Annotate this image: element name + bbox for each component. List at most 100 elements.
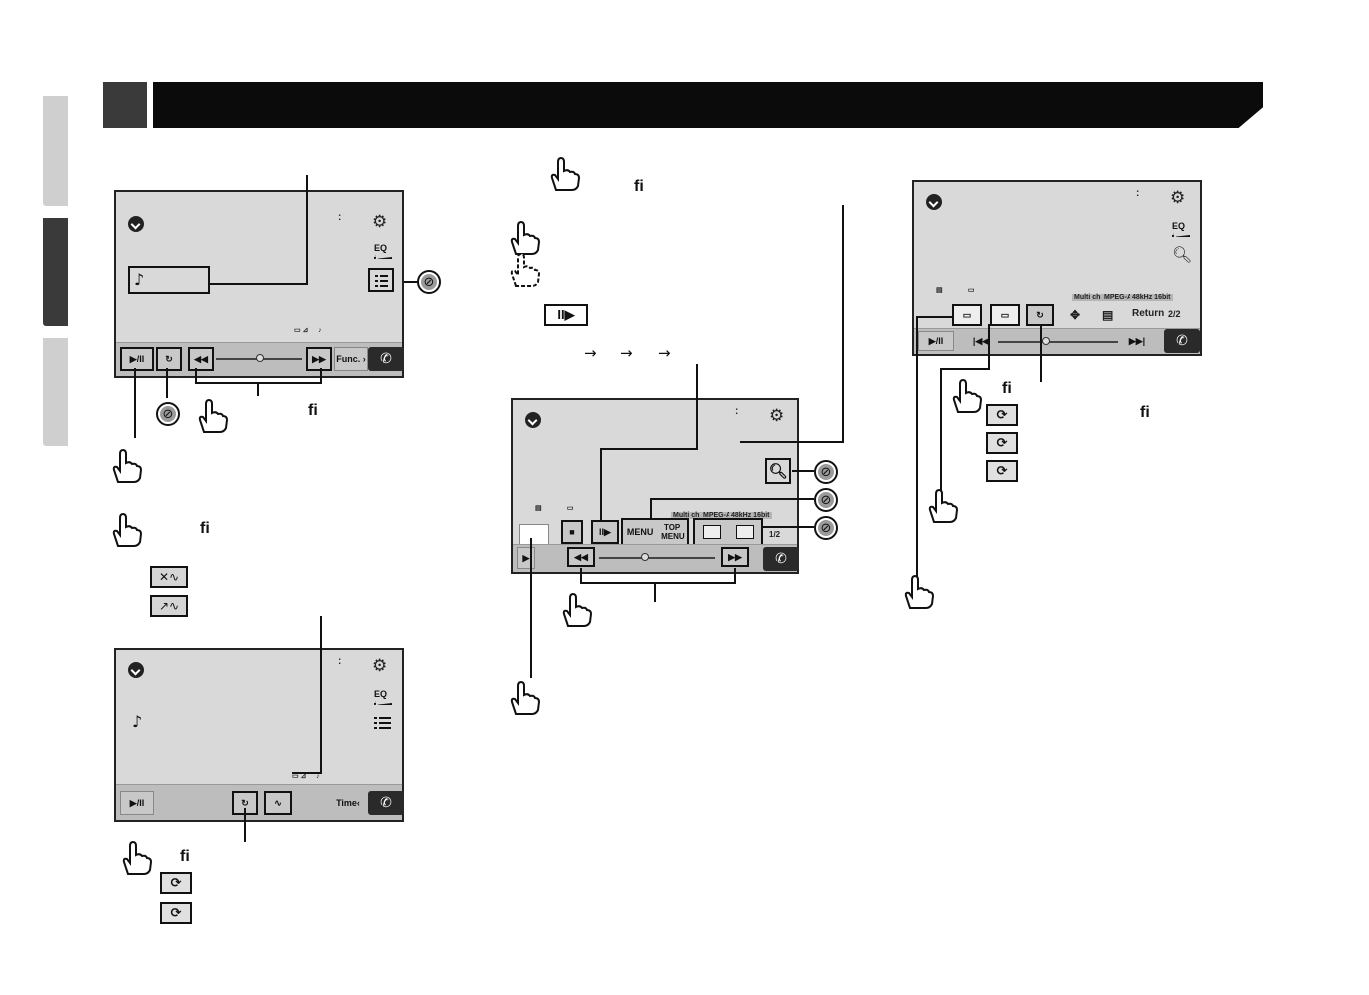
prev-track-button[interactable]: |◀◀ — [972, 335, 990, 346]
touch-icon-4 — [122, 840, 153, 875]
colon-mark: : — [1136, 188, 1140, 199]
list-icon[interactable] — [368, 268, 394, 292]
menu-group: MENU TOP MENU — [621, 518, 689, 546]
screen-video-page2: : ⚙ EQ 🔍︎ ▤ ▭ Multi ch MPEG-A 48kHz 16bi… — [912, 180, 1202, 356]
music-note-icon: ♪ — [134, 270, 145, 289]
arrow-3: → — [658, 344, 671, 362]
colon-mark: : — [338, 212, 342, 223]
audio-button[interactable]: ▭ — [990, 304, 1020, 326]
section-number-block — [103, 82, 147, 128]
side-tab-3 — [43, 338, 68, 446]
ligature-fi-3: fi — [180, 848, 190, 865]
progress-knob[interactable] — [641, 553, 649, 561]
move-icon[interactable]: ✥ — [1070, 308, 1081, 322]
touch-icon-3 — [112, 512, 143, 547]
next-track-button[interactable]: ▶▶| — [1128, 335, 1146, 346]
ligature-fi-4: fi — [634, 178, 644, 195]
touch-icon-1 — [198, 398, 229, 433]
list-icon[interactable] — [374, 716, 391, 731]
settings-icon[interactable]: ⚙ — [372, 212, 388, 232]
repeat-chapter-icon: ⟳ — [986, 460, 1018, 482]
ligature-fi-2: fi — [200, 520, 210, 537]
repeat-disc-icon: ⟳ — [986, 404, 1018, 426]
progress-slider[interactable] — [599, 557, 715, 559]
info-icon[interactable]: ▤ — [1102, 308, 1114, 322]
stop-button[interactable]: ■ — [561, 520, 583, 544]
track-title-box: ♪ — [128, 266, 210, 294]
angle-group — [693, 518, 763, 546]
subtitle-button[interactable]: ▭ — [952, 304, 982, 326]
status-icons: ▭ ⊿ ♪ — [294, 327, 322, 334]
phone-icon[interactable]: ✆ — [368, 347, 404, 371]
side-tab-1 — [43, 96, 68, 206]
ligature-fi-6: fi — [1140, 404, 1150, 421]
settings-icon[interactable]: ⚙ — [1170, 188, 1186, 208]
collapse-icon[interactable] — [128, 662, 144, 678]
touch-icon-5 — [550, 156, 581, 191]
fast-forward-button[interactable]: ▶▶ — [721, 547, 749, 567]
repeat-one-icon: ⟳ — [160, 872, 192, 894]
phone-icon[interactable]: ✆ — [763, 547, 799, 571]
rewind-button[interactable]: ◀◀ — [188, 347, 214, 371]
slow-play-icon-legend: II▶ — [544, 304, 588, 326]
page-indicator: 1/2 — [769, 530, 781, 539]
colon-mark: : — [735, 406, 739, 417]
info-codec: MPEG-A — [701, 512, 733, 519]
phone-icon[interactable]: ✆ — [368, 791, 404, 815]
page-indicator: 2/2 — [1168, 309, 1181, 319]
time-button[interactable]: Time‹ — [336, 798, 360, 808]
play-pause-button[interactable]: ▶/II — [918, 331, 954, 351]
screen-music-shuffle: : ⚙ EQ ♪ ▭ ⊿ ♪ ▶/II ↻ ∿ Time‹ ✆ — [114, 648, 404, 822]
touch-icon-2 — [112, 448, 143, 483]
slow-play-button[interactable]: II▶ — [591, 520, 619, 544]
menu-button[interactable]: MENU — [626, 527, 654, 537]
progress-knob[interactable] — [256, 354, 264, 362]
section-title-band — [153, 82, 1263, 128]
play-pause-button[interactable]: ▶/II — [120, 791, 154, 815]
repeat-all-icon: ⟳ — [160, 902, 192, 924]
collapse-icon[interactable] — [128, 216, 144, 232]
search-icon[interactable]: 🔍︎ — [765, 458, 791, 484]
fast-forward-button[interactable]: ▶▶ — [306, 347, 332, 371]
collapse-icon[interactable] — [525, 412, 541, 428]
play-pause-button[interactable]: ▶ — [517, 547, 535, 569]
music-note-icon: ♪ — [132, 712, 143, 731]
touch-icon-7 — [562, 592, 593, 627]
angle-button-2[interactable] — [735, 525, 754, 539]
return-button[interactable]: Return — [1132, 308, 1165, 319]
shuffle-off-icon: ↗∿ — [150, 595, 188, 617]
progress-knob[interactable] — [1042, 337, 1050, 345]
touch-icon-11 — [904, 574, 935, 609]
info-rate: 48kHz 16bit — [1130, 294, 1173, 301]
repeat-button[interactable]: ↻ — [1026, 304, 1054, 326]
shuffle-button[interactable]: ∿ — [264, 791, 292, 815]
progress-slider[interactable] — [998, 341, 1118, 343]
ligature-fi-5: fi — [1002, 380, 1012, 397]
playback-box — [519, 524, 549, 546]
settings-icon[interactable]: ⚙ — [372, 656, 388, 676]
phone-icon[interactable]: ✆ — [1164, 329, 1200, 353]
eq-icon[interactable]: EQ — [374, 243, 388, 253]
eq-icon[interactable]: EQ — [1172, 221, 1186, 231]
ligature-fi-1: fi — [308, 402, 318, 419]
collapse-icon[interactable] — [926, 194, 942, 210]
screen-music-playback: : ⚙ EQ ♪ ▭ ⊿ ♪ ▶/II ↻ ◀◀ ▶▶ Func. › ✆ — [114, 190, 404, 378]
repeat-button[interactable]: ↻ — [156, 347, 182, 371]
info-multi: Multi ch — [1072, 294, 1103, 301]
angle-button-1[interactable] — [702, 525, 721, 539]
status-icons: ▭ ⊿ ♪ — [292, 773, 320, 780]
touch-icon-6 — [510, 220, 541, 255]
search-icon[interactable]: 🔍︎ — [1172, 245, 1193, 264]
shuffle-on-icon: ✕∿ — [150, 566, 188, 588]
top-menu-button[interactable]: TOP MENU — [661, 523, 685, 541]
arrow-1: → — [584, 344, 597, 362]
rewind-button[interactable]: ◀◀ — [567, 547, 595, 567]
arrow-2: → — [620, 344, 633, 362]
func-button[interactable]: Func. › — [334, 347, 368, 371]
repeat-title-icon: ⟳ — [986, 432, 1018, 454]
side-tab-2 — [43, 218, 68, 326]
settings-icon[interactable]: ⚙ — [769, 406, 785, 426]
info-codec: MPEG-A — [1102, 294, 1134, 301]
play-pause-button[interactable]: ▶/II — [120, 347, 154, 371]
eq-icon[interactable]: EQ — [374, 689, 388, 699]
